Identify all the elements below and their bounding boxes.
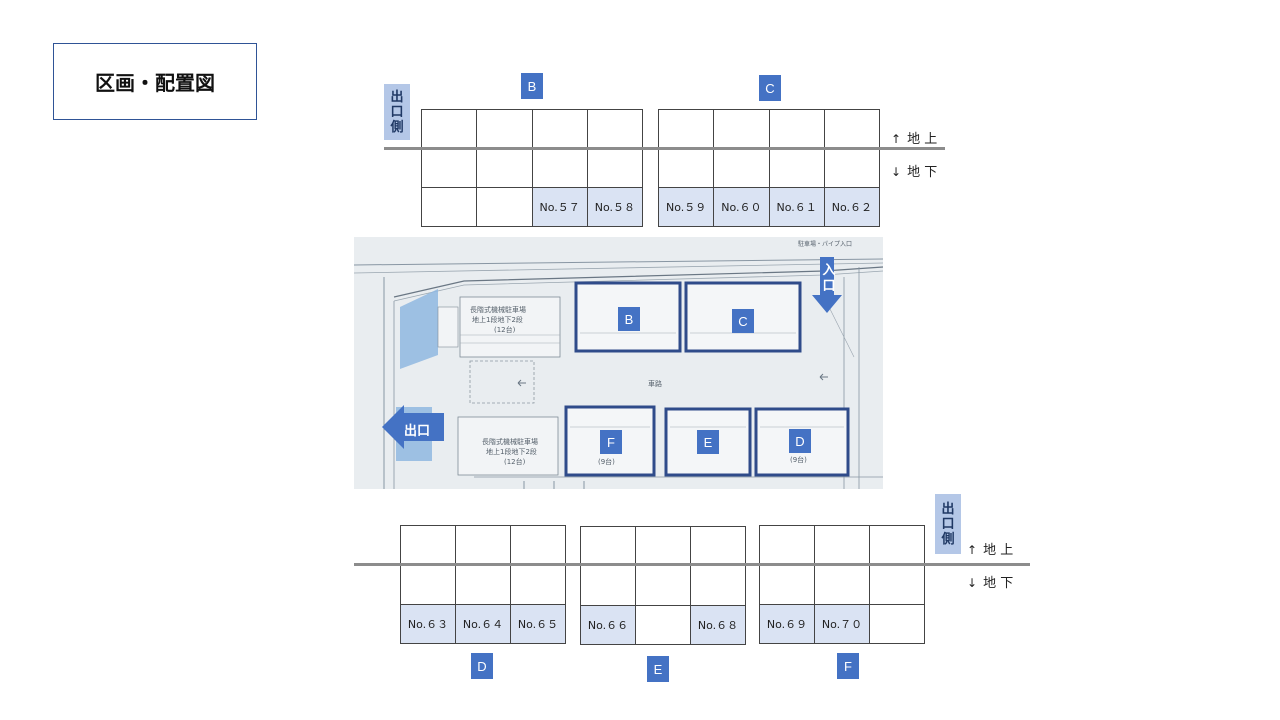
building-label-left-bottom-sub: 地上1段地下2段 xyxy=(486,448,537,456)
slot-cell xyxy=(713,148,770,188)
slot-cell xyxy=(531,148,588,188)
ground-line-bottom xyxy=(354,563,1030,566)
building-label-left-bottom-count: (12台) xyxy=(504,458,526,466)
slot-cell xyxy=(814,525,870,565)
slot-cell xyxy=(580,565,636,606)
level-above-label-top: ↑地 上 xyxy=(891,132,938,147)
sign-label: 駐車場・パイプ入口 xyxy=(798,241,853,248)
parking-grid-f: No.６９ No.７０ xyxy=(759,525,925,644)
slot-69[interactable]: No.６９ xyxy=(759,604,815,644)
slot-62[interactable]: No.６２ xyxy=(823,187,881,227)
slot-66[interactable]: No.６６ xyxy=(580,605,636,645)
slot-cell xyxy=(420,109,478,149)
building-label-left-bottom: 長階式機械駐車場 xyxy=(482,438,538,446)
exit-label: 出口 xyxy=(404,424,431,439)
section-tag-f: F xyxy=(837,653,859,679)
slot-65[interactable]: No.６５ xyxy=(510,604,566,644)
slot-cell xyxy=(586,109,644,149)
section-tag-d: D xyxy=(471,653,493,679)
slot-cell xyxy=(713,109,770,149)
slot-cell xyxy=(869,525,925,565)
slot-cell xyxy=(635,526,691,566)
slot-57[interactable]: No.５７ xyxy=(531,187,588,227)
building-label-d-count: (9台) xyxy=(790,456,807,464)
entrance-label: 入口 xyxy=(822,263,836,294)
slot-cell xyxy=(476,109,533,149)
slot-cell xyxy=(869,604,925,644)
exit-side-label-bottom: 出口側 xyxy=(935,494,961,554)
slot-cell xyxy=(400,564,456,605)
section-tag-b: B xyxy=(521,73,543,99)
page-title: 区画・配置図 xyxy=(53,43,257,120)
slot-cell xyxy=(580,526,636,566)
level-below-label-bottom: ↓地 下 xyxy=(967,576,1014,591)
slot-cell xyxy=(814,564,870,605)
slot-cell xyxy=(823,109,881,149)
road-label: 車路 xyxy=(648,380,662,388)
slot-cell xyxy=(768,109,825,149)
level-above-label-bottom: ↑地 上 xyxy=(967,543,1014,558)
map-tag-b: B xyxy=(618,307,640,331)
map-tag-f: F xyxy=(600,430,622,454)
slot-cell xyxy=(420,148,478,188)
slot-cell xyxy=(455,525,511,565)
building-label-f-count: (9台) xyxy=(598,458,615,466)
slot-60[interactable]: No.６０ xyxy=(713,187,770,227)
building-label-left-top-count: (12台) xyxy=(494,326,516,334)
slot-cell xyxy=(586,148,644,188)
slot-cell xyxy=(869,564,925,605)
slot-cell xyxy=(476,187,533,227)
slot-cell xyxy=(768,148,825,188)
slot-70[interactable]: No.７０ xyxy=(814,604,870,644)
parking-grid-e: No.６６ No.６８ xyxy=(580,526,746,645)
building-label-left-top: 長階式機械駐車場 xyxy=(470,306,526,314)
slot-cell xyxy=(823,148,881,188)
building-label-left-top-sub: 地上1段地下2段 xyxy=(472,316,523,324)
slot-cell xyxy=(420,187,478,227)
slot-cell xyxy=(510,564,566,605)
slot-63[interactable]: No.６３ xyxy=(400,604,456,644)
site-plan-map: 入口 出口 長階式機械駐車場 地上1段地下2段 (12台) 長階式機械駐車場 地… xyxy=(354,237,883,489)
slot-cell xyxy=(690,526,746,566)
slot-cell xyxy=(531,109,588,149)
parking-grid-d: No.６３ No.６４ No.６５ xyxy=(400,525,566,644)
slot-58[interactable]: No.５８ xyxy=(586,187,644,227)
slot-cell xyxy=(476,148,533,188)
ground-line-top xyxy=(384,147,945,150)
section-tag-e: E xyxy=(647,656,669,682)
exit-side-label-top: 出口側 xyxy=(384,84,410,140)
slot-68[interactable]: No.６８ xyxy=(690,605,746,645)
slot-cell xyxy=(759,525,815,565)
slot-cell xyxy=(635,565,691,606)
level-below-label-top: ↓地 下 xyxy=(891,165,938,180)
slot-cell xyxy=(400,525,456,565)
parking-grid-c: No.５９ No.６０ No.６１ No.６２ xyxy=(657,109,881,227)
slot-cell xyxy=(690,565,746,606)
slot-cell xyxy=(759,564,815,605)
slot-59[interactable]: No.５９ xyxy=(657,187,715,227)
slot-cell xyxy=(657,109,715,149)
map-tag-d: D xyxy=(789,429,811,453)
slot-cell xyxy=(510,525,566,565)
parking-grid-b: No.５７ No.５８ xyxy=(420,109,644,227)
slot-cell xyxy=(455,564,511,605)
map-tag-c: C xyxy=(732,309,754,333)
slot-cell xyxy=(635,605,691,645)
slot-64[interactable]: No.６４ xyxy=(455,604,511,644)
map-tag-e: E xyxy=(697,430,719,454)
slot-cell xyxy=(657,148,715,188)
slot-61[interactable]: No.６１ xyxy=(768,187,825,227)
section-tag-c: C xyxy=(759,75,781,101)
